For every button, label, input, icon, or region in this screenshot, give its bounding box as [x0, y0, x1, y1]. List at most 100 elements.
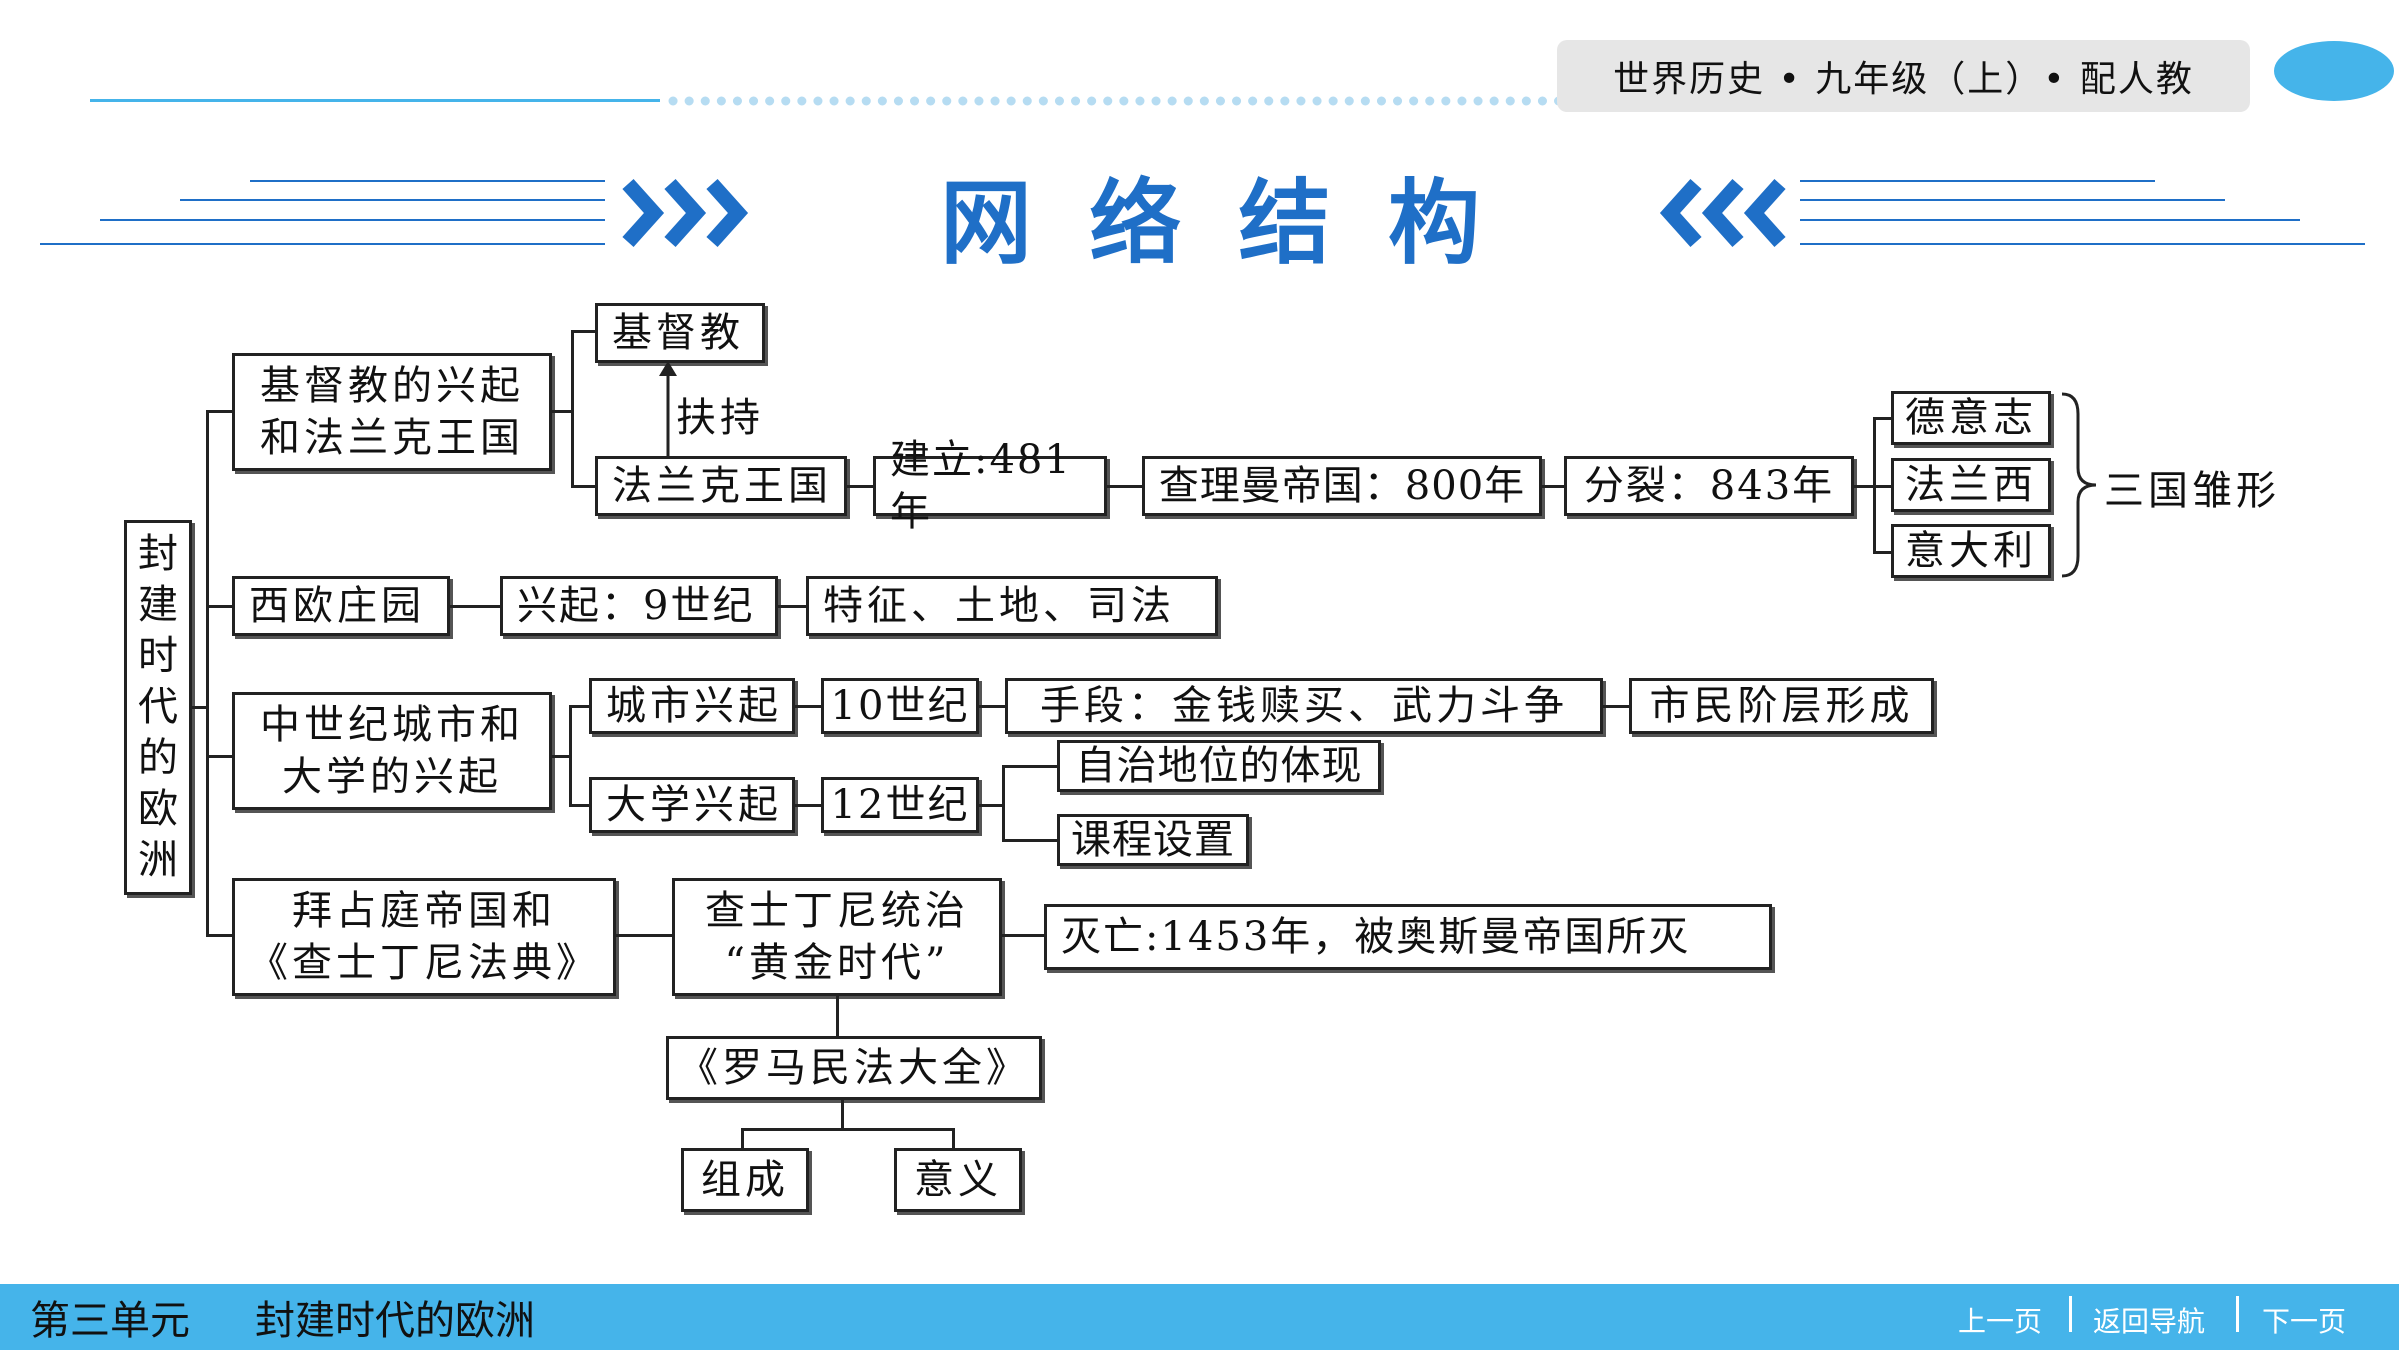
connector	[1002, 765, 1057, 768]
node-text: 西欧庄园	[249, 583, 425, 629]
node-text: 课程设置	[1071, 817, 1235, 863]
node-burgher: 市民阶层形成	[1629, 678, 1934, 734]
node-text: 基督教的兴起	[260, 363, 524, 409]
nav-divider	[2069, 1296, 2072, 1332]
connector	[206, 755, 232, 758]
connector	[741, 1128, 955, 1131]
arrow-up-icon	[659, 361, 677, 466]
node-text: 意大利	[1905, 528, 2037, 574]
edition-badge: 世界历史 • 九年级（上）• 配人教	[1557, 40, 2250, 112]
node-composition: 组成	[681, 1148, 809, 1212]
connector	[206, 605, 232, 608]
connector	[952, 1128, 955, 1148]
root-char: 封	[138, 531, 178, 577]
node-germany: 德意志	[1891, 391, 2051, 445]
chapter-title: 封建时代的欧洲	[255, 1298, 535, 1344]
footer-bar	[0, 1284, 2399, 1350]
connector	[206, 934, 232, 937]
node-text: 大学兴起	[606, 782, 782, 828]
node-text: 法兰克王国	[612, 463, 832, 509]
node-text: 兴起：9世纪	[517, 583, 755, 629]
node-autonomy: 自治地位的体现	[1057, 740, 1381, 792]
node-university-rise: 大学兴起	[589, 777, 795, 833]
nav-divider	[2236, 1296, 2239, 1332]
node-text: 《查士丁尼法典》	[248, 940, 600, 986]
node-significance: 意义	[894, 1148, 1022, 1212]
prev-page-button[interactable]: 上一页	[1958, 1305, 2043, 1338]
node-text: 灭亡:1453年，被奥斯曼帝国所灭	[1061, 914, 1691, 960]
node-text: 德意志	[1905, 395, 2037, 441]
back-to-nav-button[interactable]: 返回导航	[2093, 1305, 2206, 1338]
node-roman-civil-law: 《罗马民法大全》	[666, 1036, 1042, 1100]
root-char: 洲	[138, 837, 178, 883]
title-char: 构	[1387, 169, 1480, 277]
connector	[616, 934, 672, 937]
connector	[569, 705, 589, 708]
connector	[206, 410, 232, 413]
node-text: 基督教	[612, 310, 744, 356]
connector	[1002, 839, 1057, 842]
node-france: 法兰西	[1891, 458, 2051, 512]
node-fall: 灭亡:1453年，被奥斯曼帝国所灭	[1044, 904, 1772, 970]
node-byzantium: 拜占庭帝国和 《查士丁尼法典》	[232, 878, 616, 996]
header-line-solid	[90, 99, 660, 102]
node-text: 组成	[701, 1157, 789, 1203]
connector	[569, 804, 589, 807]
connector	[1107, 485, 1142, 488]
title-char: 结	[1238, 169, 1331, 277]
connector	[450, 605, 500, 608]
connector	[1603, 705, 1629, 708]
node-founded: 建立:481年	[873, 437, 1107, 535]
node-text: 查士丁尼统治	[705, 888, 969, 934]
node-text: 和法兰克王国	[260, 415, 524, 461]
node-city-rise: 城市兴起	[589, 678, 795, 734]
connector	[1873, 417, 1891, 420]
connector	[741, 1128, 744, 1148]
title-char: 络	[1089, 169, 1182, 277]
node-text: 城市兴起	[606, 683, 782, 729]
connector	[1542, 485, 1564, 488]
connector	[795, 804, 821, 807]
connector	[778, 605, 806, 608]
connector	[1002, 934, 1044, 937]
header-dotted-line	[668, 96, 1565, 106]
node-justinian: 查士丁尼统治 “黄金时代”	[672, 878, 1002, 996]
connector	[1873, 551, 1891, 554]
node-manor: 西欧庄园	[232, 576, 450, 636]
chevron-right-icon	[622, 178, 749, 248]
node-text: 特征、土地、司法	[823, 583, 1175, 629]
root-char: 建	[138, 582, 178, 628]
connector	[1873, 485, 1891, 488]
connector	[569, 705, 572, 806]
connector	[847, 485, 873, 488]
root-char: 代	[138, 684, 178, 730]
root-char: 时	[138, 633, 178, 679]
node-text: 意义	[914, 1157, 1002, 1203]
node-manor-feature: 特征、土地、司法	[806, 576, 1218, 636]
connector	[571, 330, 574, 487]
node-manor-rise: 兴起：9世纪	[500, 576, 778, 636]
node-text: 手段：金钱赎买、武力斗争	[1040, 683, 1568, 729]
node-city-university: 中世纪城市和 大学的兴起	[232, 692, 552, 810]
node-text: 查理曼帝国：800年	[1158, 463, 1526, 509]
unit-label: 第三单元	[30, 1298, 190, 1344]
node-christianity-frankish: 基督教的兴起 和法兰克王国	[232, 353, 552, 471]
root-char: 的	[138, 735, 178, 781]
node-city-means: 手段：金钱赎买、武力斗争	[1005, 678, 1603, 734]
connector	[552, 410, 572, 413]
node-text: 12世纪	[830, 782, 970, 828]
connector	[979, 705, 1005, 708]
connector	[571, 485, 595, 488]
next-page-button[interactable]: 下一页	[2262, 1305, 2347, 1338]
chevron-left-icon	[1659, 178, 1786, 248]
node-text: 建立:481年	[890, 437, 1072, 535]
root-node: 封 建 时 代 的 欧 洲	[124, 520, 192, 895]
connector	[795, 705, 821, 708]
node-text: 拜占庭帝国和	[292, 888, 556, 934]
page-title: 网 络 结 构	[940, 150, 1480, 280]
connector	[841, 1100, 844, 1130]
node-charlemagne: 查理曼帝国：800年	[1142, 456, 1542, 516]
connector	[1854, 485, 1874, 488]
label-support: 扶持	[676, 395, 764, 441]
connector	[552, 755, 570, 758]
